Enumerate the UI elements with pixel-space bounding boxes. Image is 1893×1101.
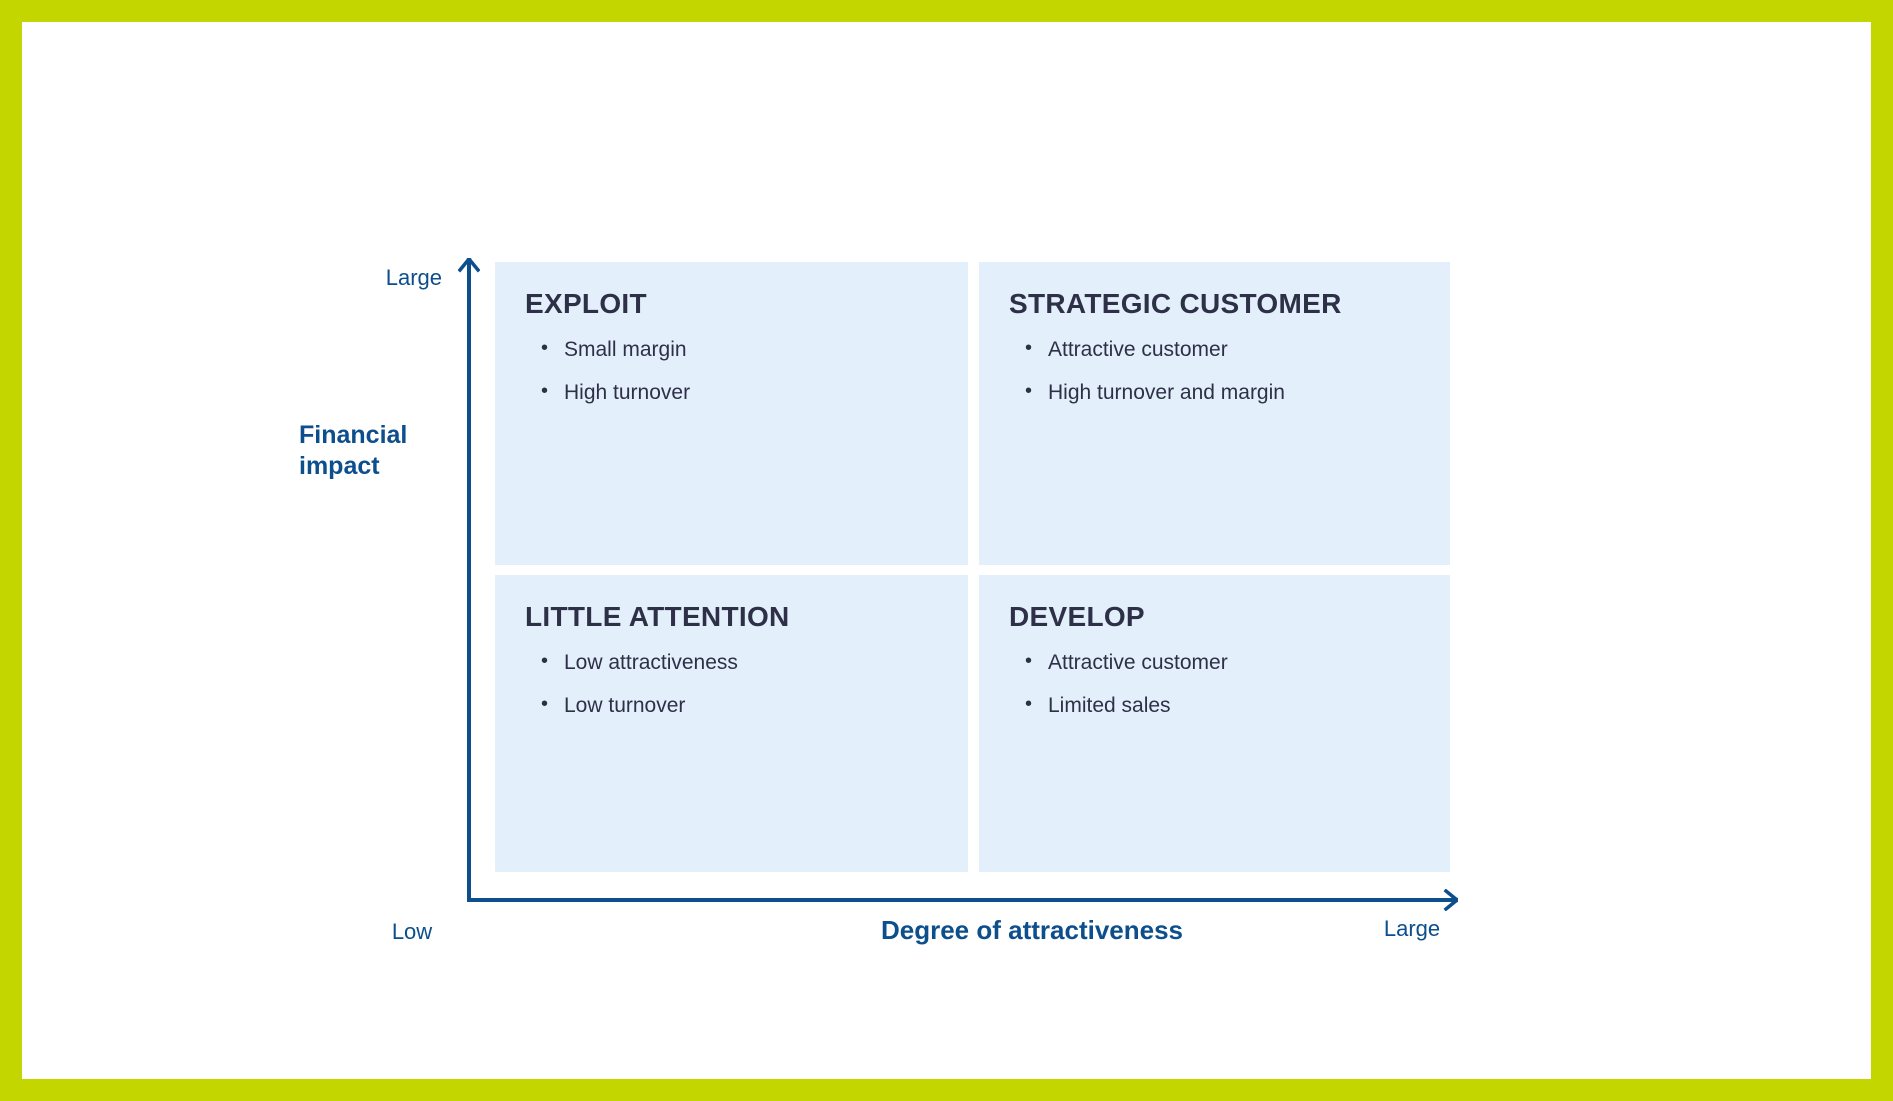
list-item: Low turnover (541, 691, 938, 720)
y-axis-title-line-2: impact (299, 452, 380, 481)
quadrant-title: STRATEGIC CUSTOMER (1009, 288, 1342, 319)
y-axis-title: Financial impact (299, 420, 459, 483)
x-axis-max-label: Large (1383, 916, 1441, 941)
list-item: Small margin (541, 335, 938, 364)
quadrant-develop[interactable]: DEVELOP Attractive customer Limited sale… (979, 575, 1450, 872)
y-axis-title-line-1: Financial (299, 421, 408, 449)
y-axis-line (467, 262, 471, 902)
x-axis-line (467, 898, 1457, 902)
quadrant-bullet-list: Small margin High turnover (525, 335, 938, 407)
list-item: Attractive customer (1025, 335, 1420, 364)
list-item: Low attractiveness (541, 648, 938, 677)
quadrant-bullet-list: Attractive customer High turnover and ma… (1009, 335, 1420, 407)
quadrant-strategic-customer[interactable]: STRATEGIC CUSTOMER Attractive customer H… (979, 262, 1450, 565)
quadrant-bullet-list: Attractive customer Limited sales (1009, 648, 1420, 720)
x-axis-arrow-icon (1443, 889, 1458, 911)
list-item: Attractive customer (1025, 648, 1420, 677)
quadrant-little-attention[interactable]: LITTLE ATTENTION Low attractiveness Low … (495, 575, 968, 872)
quadrant-title: LITTLE ATTENTION (525, 601, 790, 632)
list-item: High turnover and margin (1025, 378, 1420, 407)
quadrant-matrix: EXPLOIT Small margin High turnover STRAT… (495, 262, 1450, 872)
x-axis-min-label: Low (391, 919, 433, 944)
quadrant-title: EXPLOIT (525, 288, 647, 319)
list-item: Limited sales (1025, 691, 1420, 720)
diagram-canvas: Large Financial impact Low Degree of att… (22, 22, 1871, 1079)
quadrant-title: DEVELOP (1009, 601, 1145, 632)
y-axis-arrow-icon (458, 258, 480, 273)
x-axis-title: Degree of attractiveness (880, 915, 1184, 945)
list-item: High turnover (541, 378, 938, 407)
quadrant-bullet-list: Low attractiveness Low turnover (525, 648, 938, 720)
y-axis-max-label: Large (385, 265, 442, 290)
quadrant-exploit[interactable]: EXPLOIT Small margin High turnover (495, 262, 968, 565)
